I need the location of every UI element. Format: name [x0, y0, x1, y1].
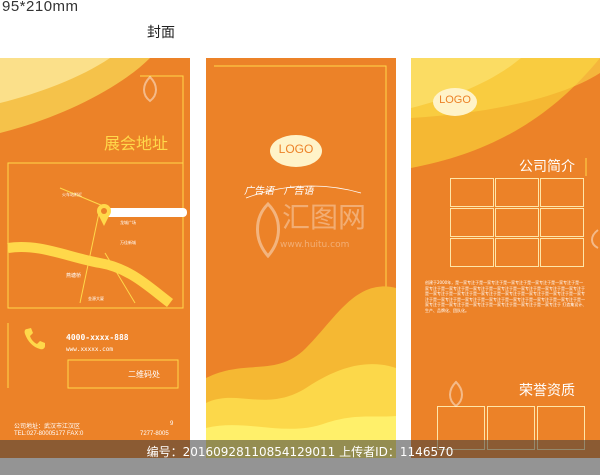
fax-tail: 7277-8005 — [140, 431, 169, 437]
slogan: 广告语 广告语 — [244, 186, 314, 197]
watermark-leaf-icon — [591, 229, 599, 249]
map-label: 龙城广场 — [120, 220, 136, 225]
photo-placeholder — [450, 238, 494, 267]
qr-placeholder: 二维码处 — [128, 370, 160, 379]
map-label: 燕塘桥 — [66, 273, 82, 279]
photo-placeholder — [540, 238, 584, 267]
watermark-leaf-icon — [449, 380, 463, 408]
intro-text: 创建于2000年，是一家专注于是一家专注于是一家专注于是一家专注于是一家专注于是… — [425, 280, 587, 313]
cover-label: 封面 — [147, 25, 175, 41]
watermark-brand: 汇图网 — [282, 201, 367, 234]
map-label: 火车站附近 — [62, 192, 82, 197]
address-title: 展会地址 — [104, 134, 169, 153]
phone-number: 4000-xxxx-888 — [66, 333, 129, 342]
panel-cover: LOGO 广告语 广告语 — [206, 58, 396, 458]
watermark-url: www.huitu.com — [280, 240, 350, 250]
photo-placeholder — [495, 178, 539, 207]
photo-placeholder — [450, 178, 494, 207]
honor-title: 荣誉资质 — [519, 383, 575, 399]
watermark-leaf-icon — [256, 201, 280, 259]
logo-text: LOGO — [439, 94, 471, 106]
phone-icon — [24, 328, 45, 350]
panel-intro: LOGO 公司简介 创建于2000年，是一家专注于是一家专注于是一家专注于是一家… — [411, 58, 600, 458]
photo-placeholder — [540, 178, 584, 207]
logo-badge — [433, 88, 477, 116]
panel-cover-decor — [206, 65, 396, 458]
photo-placeholder — [495, 208, 539, 237]
size-label: 95*210mm — [2, 0, 79, 15]
footer-bar — [0, 440, 600, 475]
panel-address: 展会地址 火车站附近 龙城广场 万佳新城 燕塘桥 金源大厦 4000-xxxx-… — [0, 58, 190, 458]
logo-badge — [270, 135, 322, 167]
intro-title: 公司简介 — [519, 159, 575, 175]
map-label: 金源大厦 — [88, 296, 104, 301]
photo-placeholder — [450, 208, 494, 237]
logo-text: LOGO — [278, 142, 314, 156]
panel-address-decor — [0, 58, 187, 389]
address-number: 9 — [170, 421, 174, 427]
map-label: 万佳新城 — [120, 240, 136, 245]
watermark-leaf-icon — [143, 75, 157, 103]
photo-placeholder — [540, 208, 584, 237]
website: www.xxxxx.com — [66, 346, 113, 353]
company-address: 公司地址：武汉市江汉区 — [14, 423, 81, 430]
photo-placeholder — [495, 238, 539, 267]
footer-text: 编号：20160928110854129011 上传者ID：1146570 — [146, 445, 454, 459]
tel-fax: TEL:027-80005177 FAX:0 — [14, 431, 84, 437]
